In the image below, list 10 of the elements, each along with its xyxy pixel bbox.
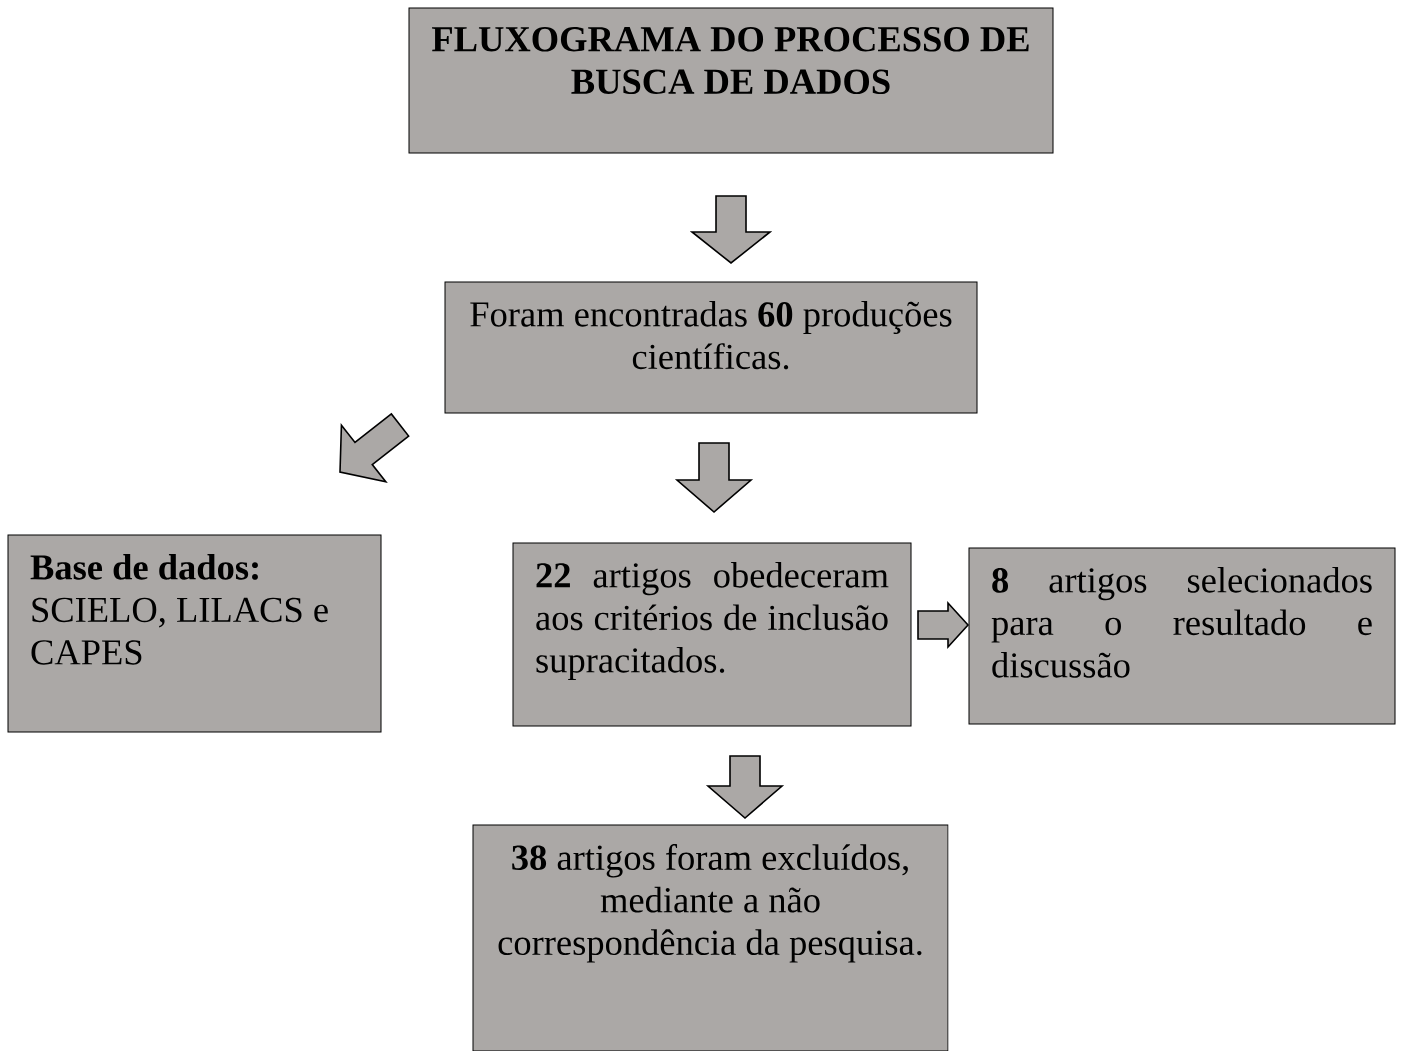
process-box: 38 artigos foram excluídos, mediante a não correspondência da pesquisa. [472,824,949,1051]
block-arrow [917,600,970,650]
process-box: 8 artigos selecionados para o resultado e discussão [968,547,1396,725]
block-arrow [705,755,785,820]
title-box: FLUXOGRAMA DO PROCESSO DE BUSCA DE DADOS [408,7,1054,154]
process-box: Foram encontradas 60 produções científicas. [444,281,978,414]
block-arrow [689,195,773,265]
process-box: 22 artigos obedeceram aos critérios de inclusão supracitados. [512,542,912,727]
process-box: Base de dados: SCIELO, LILACS e CAPES [7,534,382,733]
block-arrow [674,442,754,514]
